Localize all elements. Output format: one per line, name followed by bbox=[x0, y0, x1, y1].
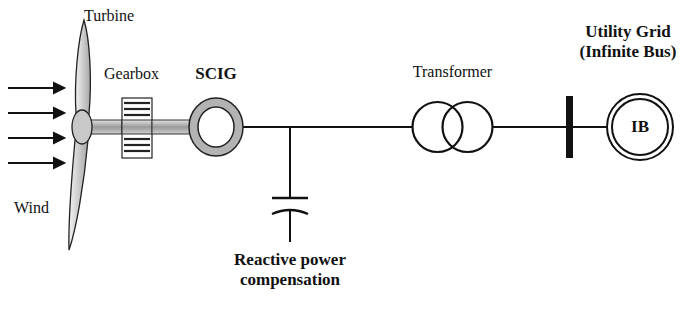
gearbox-body bbox=[122, 98, 152, 158]
wind-arrow bbox=[8, 137, 56, 139]
connector-line bbox=[493, 126, 608, 128]
node-shape bbox=[180, 96, 252, 158]
generator-ring bbox=[189, 98, 243, 156]
connector bbox=[243, 127, 413, 128]
node-shape bbox=[405, 100, 500, 154]
node-box: SCIG bbox=[180, 64, 252, 160]
connector-line bbox=[243, 126, 413, 128]
wind-arrows bbox=[8, 83, 64, 168]
gearbox-core bbox=[122, 120, 152, 134]
ring-outline bbox=[189, 98, 243, 156]
transformer-outline bbox=[413, 102, 493, 152]
part-label: Turbine bbox=[84, 6, 164, 28]
part-label: Wind bbox=[14, 198, 74, 220]
part-label: Gearbox bbox=[104, 64, 184, 86]
arrow-head bbox=[54, 133, 64, 143]
turbine-hub bbox=[72, 110, 92, 144]
bus-symbol-text: IB bbox=[605, 92, 675, 162]
turbine-blade bbox=[75, 20, 90, 114]
transformer-winding bbox=[443, 102, 493, 152]
capacitor-lead bbox=[289, 210, 291, 242]
capacitor-symbol bbox=[272, 127, 308, 242]
part-label: Reactive power compensation bbox=[218, 250, 362, 298]
transformer-label: Transformer bbox=[402, 62, 503, 84]
generator-shaft bbox=[152, 120, 190, 134]
turbine-blade bbox=[69, 140, 88, 250]
node-box: Utility Grid (Infinite Bus) IB bbox=[572, 22, 684, 172]
generator-ring-inner bbox=[198, 107, 234, 147]
capacitor-lead bbox=[289, 127, 291, 198]
node-box: Transformer bbox=[402, 62, 503, 157]
transformer-winding bbox=[413, 102, 463, 152]
wind-arrow bbox=[8, 112, 56, 114]
arrow-head bbox=[54, 158, 64, 168]
wind-arrow bbox=[8, 162, 56, 164]
gearbox-symbol bbox=[122, 98, 152, 158]
arrow-head bbox=[54, 108, 64, 118]
capacitor-plate bbox=[272, 197, 308, 199]
generator-label: SCIG bbox=[176, 64, 256, 88]
connector bbox=[493, 127, 608, 128]
arrow-head bbox=[54, 83, 64, 93]
grid-heading: Utility Grid (Infinite Bus) bbox=[572, 22, 684, 66]
wind-arrow bbox=[8, 87, 56, 89]
